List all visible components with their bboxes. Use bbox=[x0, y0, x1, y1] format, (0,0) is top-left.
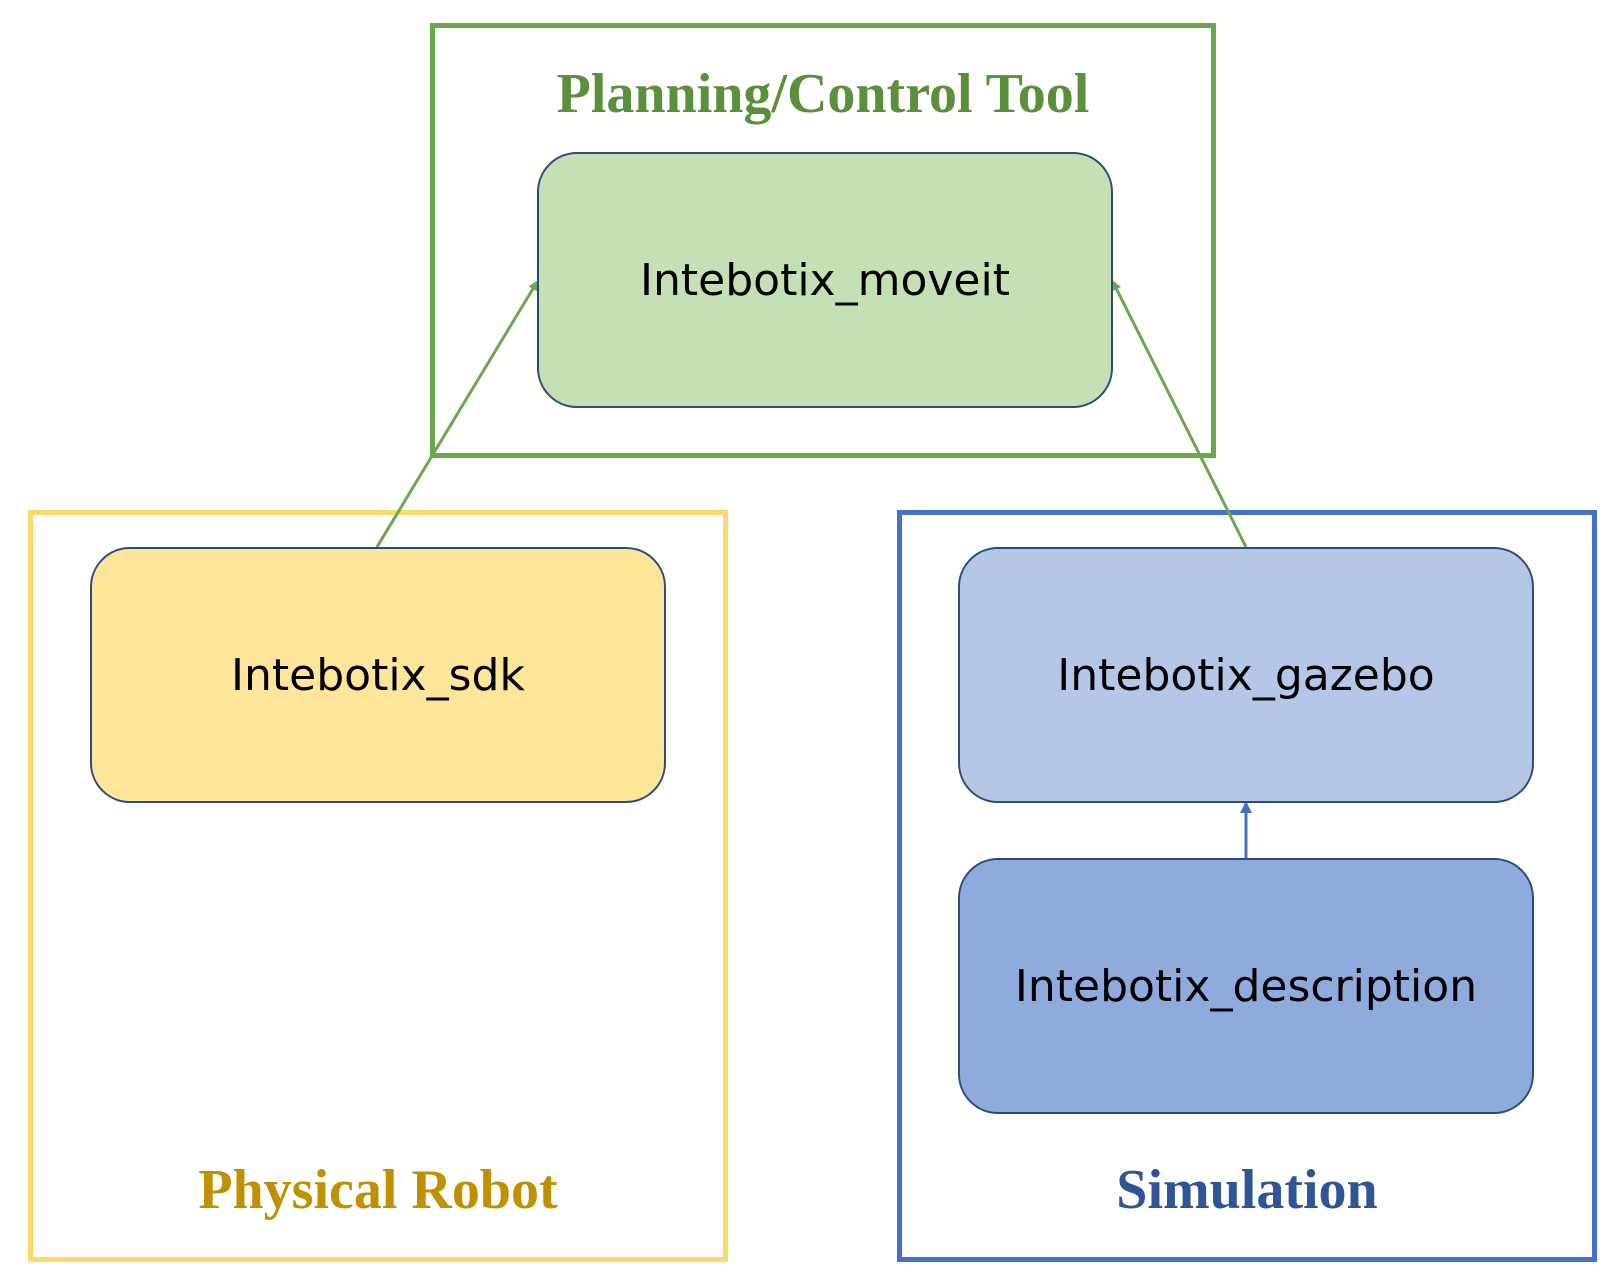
node-label-sdk: Intebotix_sdk bbox=[231, 649, 525, 701]
group-planning-control-tool: Planning/Control Tool bbox=[430, 23, 1216, 458]
group-title-planning: Planning/Control Tool bbox=[556, 63, 1090, 125]
node-intebotix-moveit[interactable]: Intebotix_moveit bbox=[537, 152, 1113, 408]
node-intebotix-gazebo[interactable]: Intebotix_gazebo bbox=[958, 547, 1534, 803]
edge-gazebo-to-moveit bbox=[1111, 280, 1248, 548]
group-physical-robot: Physical Robot bbox=[28, 510, 728, 1262]
group-title-physical: Physical Robot bbox=[198, 1159, 558, 1221]
node-intebotix-description[interactable]: Intebotix_description bbox=[958, 858, 1534, 1114]
group-simulation: Simulation bbox=[897, 510, 1597, 1262]
edge-sdk-to-moveit bbox=[375, 280, 539, 548]
node-intebotix-sdk[interactable]: Intebotix_sdk bbox=[90, 547, 666, 803]
group-title-simulation: Simulation bbox=[1116, 1159, 1378, 1221]
node-label-description: Intebotix_description bbox=[1014, 960, 1478, 1012]
node-label-gazebo: Intebotix_gazebo bbox=[1057, 649, 1435, 701]
node-label-moveit: Intebotix_moveit bbox=[640, 254, 1010, 306]
